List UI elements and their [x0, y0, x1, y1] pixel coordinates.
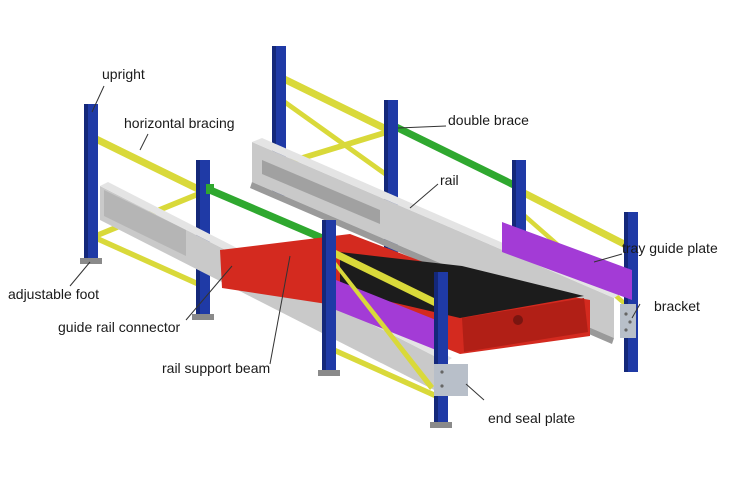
bracket-right — [620, 304, 636, 338]
double-brace-front — [206, 184, 322, 242]
end-seal-plate — [434, 364, 468, 396]
label-rail-support-beam: rail support beam — [162, 360, 271, 376]
upright-front-left — [80, 104, 102, 264]
label-bracket: bracket — [654, 298, 700, 314]
label-upright: upright — [102, 66, 145, 82]
label-tray-guide-plate: tray guide plate — [622, 240, 718, 256]
label-horizontal-bracing: horizontal bracing — [124, 115, 235, 131]
upright-front-middle — [318, 220, 340, 376]
label-rail: rail — [440, 172, 459, 188]
label-guide-rail-connector: guide rail connector — [58, 319, 181, 335]
horizontal-bracing-back — [286, 76, 384, 176]
label-double-brace: double brace — [448, 112, 529, 128]
label-adjustable-foot: adjustable foot — [8, 286, 100, 302]
shuttle-cart — [220, 234, 590, 354]
leader-lines — [69, 85, 641, 401]
label-end-seal-plate: end seal plate — [488, 410, 576, 426]
horizontal-bracing-front-right — [336, 250, 434, 398]
tray-guide-plate-right — [502, 222, 632, 300]
double-brace-back — [398, 124, 516, 190]
